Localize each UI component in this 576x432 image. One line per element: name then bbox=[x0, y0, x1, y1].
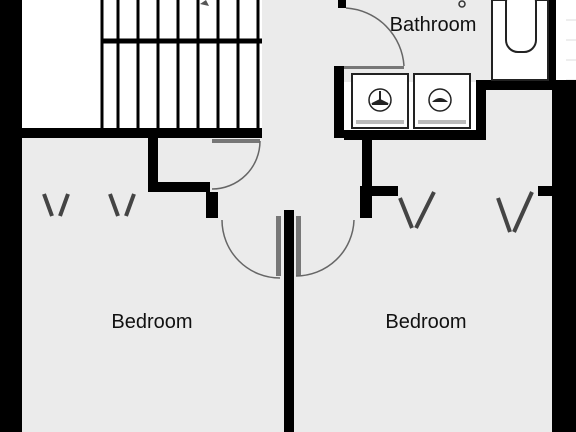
bathtub bbox=[458, 0, 549, 81]
dryer bbox=[351, 73, 409, 129]
washer-dryer bbox=[351, 73, 471, 129]
left-bedroom-door-swing bbox=[221, 219, 281, 279]
closet-bifold-doors bbox=[42, 191, 534, 233]
stairs bbox=[22, 0, 262, 128]
closet-door-swing bbox=[211, 140, 261, 190]
room-label-bedroom-right: Bedroom bbox=[385, 311, 466, 333]
hallway-floor bbox=[262, 0, 342, 140]
bathroom-door-swing bbox=[345, 7, 405, 67]
bathroom-nook-floor bbox=[485, 88, 552, 138]
washer-drum-icon bbox=[428, 88, 452, 112]
room-label-bedroom-left: Bedroom bbox=[111, 311, 192, 333]
room-label-bathroom: Bathroom bbox=[390, 14, 477, 36]
dryer-drum-icon bbox=[368, 88, 392, 112]
doors bbox=[211, 7, 405, 279]
stair-arrow-icon bbox=[200, 0, 209, 6]
right-bedroom-door-swing bbox=[295, 219, 355, 277]
drain-icon bbox=[458, 0, 466, 8]
